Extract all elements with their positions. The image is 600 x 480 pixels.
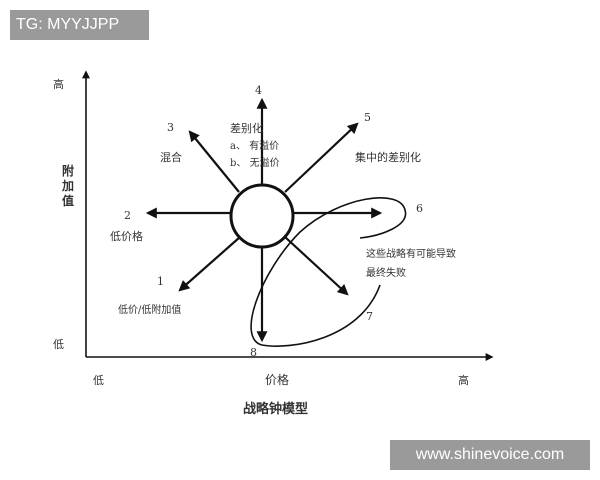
y-axis-title-char: 附 — [62, 163, 74, 178]
route-4-label: 差别化 — [230, 121, 263, 135]
route-1-number: 1 — [157, 275, 164, 288]
route-3-number: 3 — [167, 121, 174, 134]
route-3-label: 混合 — [160, 150, 182, 164]
y-axis-low-label: 低 — [53, 338, 64, 351]
x-axis-low-label: 低 — [93, 374, 104, 387]
clock-center-circle — [229, 183, 295, 249]
x-axis-high-label: 高 — [458, 373, 469, 387]
route-7-number: 7 — [366, 310, 373, 323]
route-4-number: 4 — [255, 84, 262, 97]
route-8-number: 8 — [250, 346, 257, 359]
y-axis-title: 附加值 — [61, 163, 74, 208]
route-1-arrow — [178, 236, 241, 292]
route-2-number: 2 — [124, 209, 131, 222]
route-2-label: 低价格 — [110, 229, 143, 243]
diagram-title: 战略钟模型 — [243, 401, 308, 417]
route-4-sub-b: b、 无溢价 — [230, 156, 280, 169]
y-axis-title-char: 加 — [61, 178, 74, 193]
bottom-watermark: www.shinevoice.com — [390, 440, 590, 470]
top-watermark: TG: MYYJJPP — [10, 10, 149, 40]
route-5-label: 集中的差别化 — [355, 150, 421, 164]
failure-zone-loop — [250, 197, 407, 347]
route-1-label: 低价/低附加值 — [118, 303, 181, 316]
route-5-arrow — [284, 122, 359, 193]
route-4-sub-a: a、 有溢价 — [230, 139, 279, 152]
route-5-number: 5 — [364, 111, 371, 124]
route-6-number: 6 — [416, 202, 423, 215]
route-3-arrow — [188, 130, 240, 193]
failure-note-line1: 这些战略有可能导致 — [366, 247, 456, 260]
failure-note-line2: 最终失败 — [366, 266, 406, 279]
route-7-arrow — [284, 236, 349, 296]
y-axis-title-char: 值 — [62, 193, 74, 208]
y-axis-high-label: 高 — [53, 77, 64, 91]
x-axis-title: 价格 — [265, 372, 289, 387]
